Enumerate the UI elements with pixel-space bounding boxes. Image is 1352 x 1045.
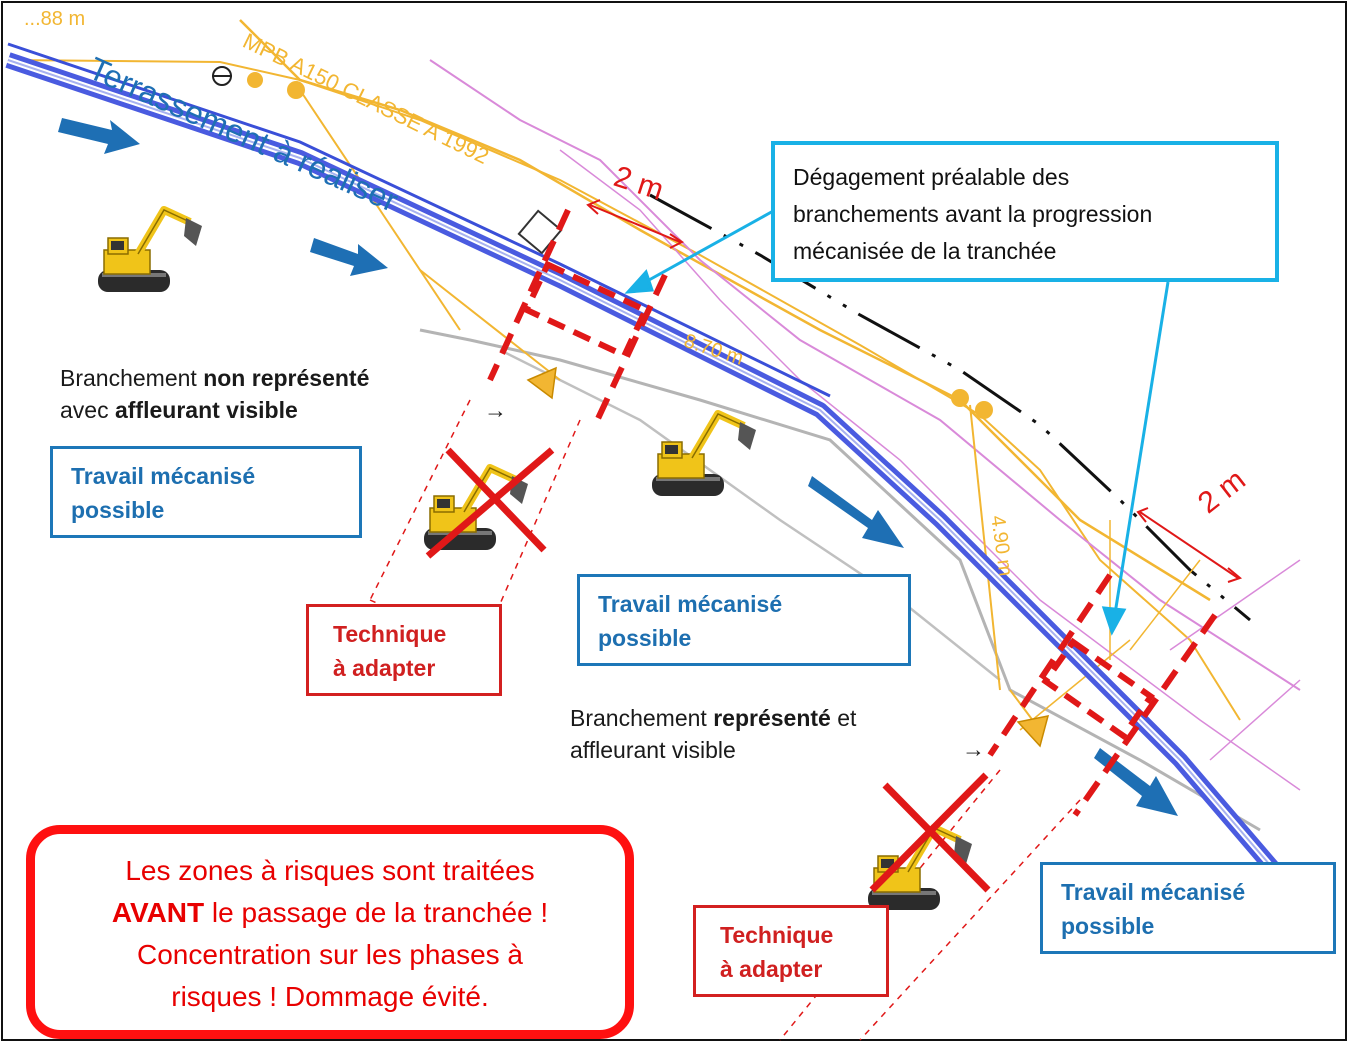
box-line: Travail mécanisé (71, 463, 256, 489)
technique-box: Technique à adapter (693, 905, 889, 997)
branch-marker-icon (526, 366, 557, 400)
cut-label: ...88 m (24, 8, 86, 30)
label-text: avec (60, 397, 115, 423)
label-text: et (830, 705, 857, 731)
crossed-excavator-icon (424, 447, 555, 559)
note-line: Concentration sur les phases à (137, 939, 523, 970)
note-line: Les zones à risques sont traitées (125, 855, 535, 886)
callout-line: mécanisée de la tranchée (793, 238, 1057, 264)
label-emphasis: affleurant visible (114, 397, 298, 423)
callout-box: Dégagement préalable des branchements av… (771, 141, 1279, 282)
label-emphasis: non représenté (203, 365, 370, 391)
risk-zone-2 (987, 573, 1218, 817)
flow-arrow-icon (58, 118, 1178, 816)
mechanized-work-box: Travail mécanisé possible (577, 574, 911, 666)
arrow-icon: → (962, 736, 985, 762)
callout-pointer (624, 208, 1170, 636)
callout-line: Dégagement préalable des (793, 164, 1070, 190)
box-line: possible (71, 497, 165, 523)
arrow-icon: → (484, 397, 507, 423)
label-text: affleurant visible (570, 737, 736, 763)
note-emphasis: AVANT (111, 897, 205, 928)
box-line: possible (1061, 913, 1155, 939)
box-line: possible (598, 625, 692, 651)
gray-branch-line (419, 328, 1261, 832)
label-text: Branchement (60, 365, 204, 391)
label-text: Branchement (570, 705, 714, 731)
note-line: AVANT le passage de la tranchée ! (35, 892, 625, 934)
trench-line (5, 42, 1307, 906)
risk-zone-1 (487, 208, 668, 427)
pink-network-line (429, 59, 1301, 691)
excavator-icon (98, 210, 202, 292)
callout-line: branchements avant la progression (793, 201, 1153, 227)
mechanized-work-box: Travail mécanisé possible (1040, 862, 1336, 954)
box-line: Technique (333, 621, 447, 647)
box-line: à adapter (333, 655, 436, 681)
gas-network-line (239, 19, 1211, 602)
note-line: risques ! Dommage évité. (171, 981, 489, 1012)
branch-marker-icon (1016, 715, 1050, 748)
box-line: Technique (720, 922, 834, 948)
branch-shown-label: Branchement représenté et affleurant vis… (570, 702, 856, 766)
summary-note: Les zones à risques sont traitées AVANT … (26, 825, 634, 1039)
box-line: Travail mécanisé (598, 591, 783, 617)
technique-box: Technique à adapter (306, 604, 502, 696)
crossed-excavator-icon (868, 772, 991, 910)
branch-not-shown-label: Branchement non représenté avec affleura… (60, 362, 369, 426)
excavator-icon (652, 414, 756, 496)
box-line: Travail mécanisé (1061, 879, 1246, 905)
box-line: à adapter (720, 956, 823, 982)
mechanized-work-box: Travail mécanisé possible (50, 446, 362, 538)
label-emphasis: représenté (713, 705, 831, 731)
note-text: le passage de la tranchée ! (204, 897, 549, 928)
